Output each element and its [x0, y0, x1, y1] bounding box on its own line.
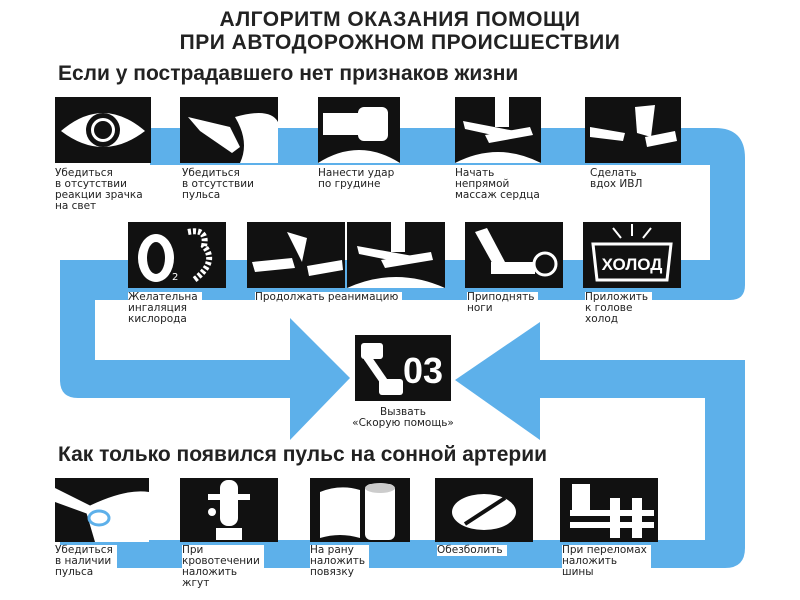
tourniquet-icon	[180, 478, 278, 542]
step-label: Начать непрямой массаж сердца	[455, 168, 544, 201]
title-line-1: АЛГОРИТМ ОКАЗАНИЯ ПОМОЩИ	[219, 8, 581, 31]
step-label: Желательна ингаляция кислорода	[128, 292, 202, 325]
bandage-icon	[310, 478, 410, 542]
step-label: Приподнять ноги	[467, 292, 539, 314]
rescue-breath-icon	[585, 97, 681, 163]
fist-icon	[318, 97, 400, 163]
step-label: Продолжать реанимацию	[255, 292, 403, 303]
step-label: Убедиться в отсутствии пульса	[182, 168, 258, 201]
section2-heading: Как только появился пульс на сонной арте…	[58, 443, 548, 466]
eye-icon	[55, 97, 151, 163]
step-label: Убедиться в наличии пульса	[55, 545, 117, 578]
call-label: Вызвать «Скорую помощь»	[352, 406, 454, 429]
resuscitation-icon	[247, 222, 345, 288]
step-label: Убедиться в отсутствии реакции зрачка на…	[55, 168, 147, 212]
splint-icon	[560, 478, 658, 542]
pill-icon	[435, 478, 533, 542]
step-label: На рану наложить повязку	[310, 545, 370, 578]
phone-icon: 03	[355, 335, 451, 401]
step-label: Нанести удар по грудине	[318, 168, 399, 190]
step-label: Сделать вдох ИВЛ	[590, 168, 647, 190]
arrow-left	[60, 322, 745, 568]
step-label: Приложить к голове холод	[585, 292, 653, 325]
step-label: При переломах наложить шины	[562, 545, 651, 578]
raise-legs-icon	[465, 222, 563, 288]
section1-heading: Если у пострадавшего нет признаков жизни	[58, 62, 519, 85]
pulse-check-icon	[55, 478, 149, 542]
oxygen-mask-icon: 2	[128, 222, 226, 288]
hand-pulse-icon	[180, 97, 278, 163]
cold-pack-icon: ХОЛОД	[583, 222, 681, 288]
step-label: При кровотечении наложить жгут	[182, 545, 264, 589]
arrow-right	[60, 260, 350, 440]
cpr-hands-icon	[455, 97, 541, 163]
cpr-hands-icon	[347, 222, 445, 288]
step-label: Обезболить	[437, 545, 507, 556]
oxygen-subscript: 2	[172, 272, 178, 283]
cold-text: ХОЛОД	[602, 255, 663, 274]
title-line-2: ПРИ АВТОДОРОЖНОМ ПРОИСШЕСТВИИ	[179, 31, 621, 54]
phone-number-text: 03	[403, 350, 443, 391]
